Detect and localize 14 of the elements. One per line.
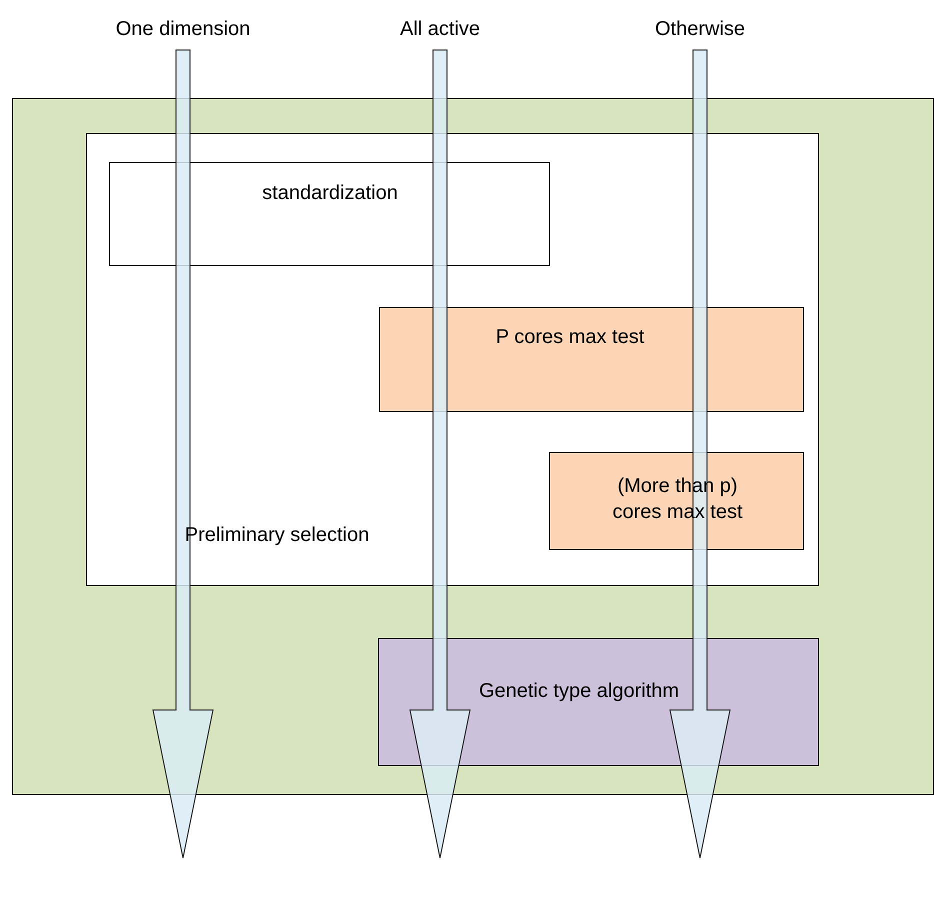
flow-label: All active	[398, 17, 482, 42]
box-label: Genetic type algorithm	[478, 679, 680, 704]
box-label: standardization	[261, 181, 399, 206]
process-box	[109, 162, 550, 266]
flow-label: Otherwise	[654, 17, 746, 42]
flow-label: One dimension	[114, 17, 252, 42]
outer-panel	[12, 98, 934, 795]
process-box	[549, 452, 804, 550]
process-box	[379, 307, 804, 412]
block-arrow	[669, 50, 731, 858]
selection-panel	[86, 133, 819, 586]
block-arrow	[152, 50, 214, 858]
block-arrow	[409, 50, 471, 858]
box-label: P cores max test	[494, 325, 646, 350]
